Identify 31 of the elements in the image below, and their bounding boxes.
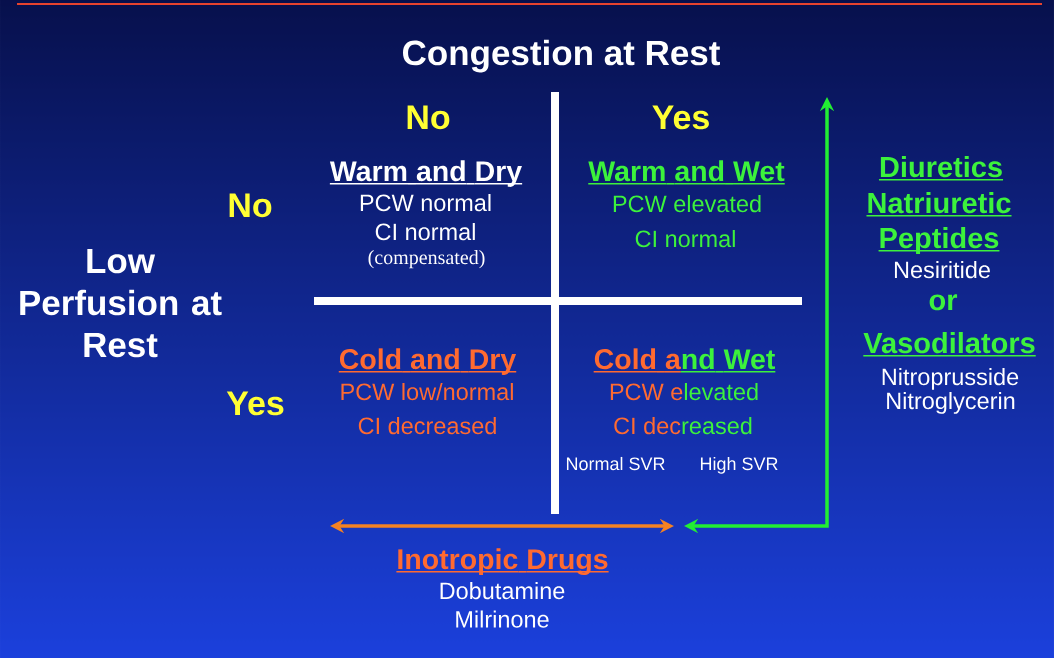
axis-title: Low Perfusion at Rest (20, 248, 222, 358)
quadrant-note: (compensated) (368, 250, 485, 269)
quadrant-text: CI normal (635, 229, 735, 248)
drug-class-heading: Natriuretic Peptides (865, 191, 1013, 254)
drug-name: Dobutamine (440, 581, 565, 600)
quadrant-text: CI decreased (358, 416, 496, 435)
drug-name: Nitroprusside (882, 367, 1019, 390)
quadrant-text: PCW low/normal (341, 382, 513, 401)
drug-class-heading: Inotropic Drugs (395, 548, 610, 575)
quadrant-text: PCW elevated (613, 194, 761, 213)
column-heading: Yes (652, 105, 709, 130)
row-heading: Yes (226, 391, 284, 416)
resistance-note: High SVR (700, 456, 778, 474)
quadrant-title: Warm and Dry (329, 160, 523, 187)
connective-word: or (929, 294, 958, 311)
quadrant-text: CI decreased (614, 416, 752, 435)
quadrant-text: PCW normal (360, 193, 491, 212)
row-heading: No (229, 193, 272, 218)
quadrant-text: PCW elevated (610, 382, 758, 401)
drug-class-heading: Diuretics (878, 155, 1004, 181)
quadrant-title: Cold and Dry (337, 348, 518, 375)
drug-name: Nesiritide (894, 260, 990, 279)
drug-name: Nitroglycerin (887, 391, 1015, 414)
drug-name: Milrinone (456, 610, 549, 628)
quadrant-title: Warm and Wet (587, 160, 786, 185)
title: Congestion at Rest (403, 39, 720, 73)
quadrant-text: CI normal (375, 222, 475, 241)
resistance-note: Normal SVR (566, 456, 665, 471)
quadrant-title: Cold and Wet (592, 348, 777, 373)
drug-class-heading: Vasodilators (862, 331, 1037, 357)
column-heading: No (407, 105, 450, 130)
